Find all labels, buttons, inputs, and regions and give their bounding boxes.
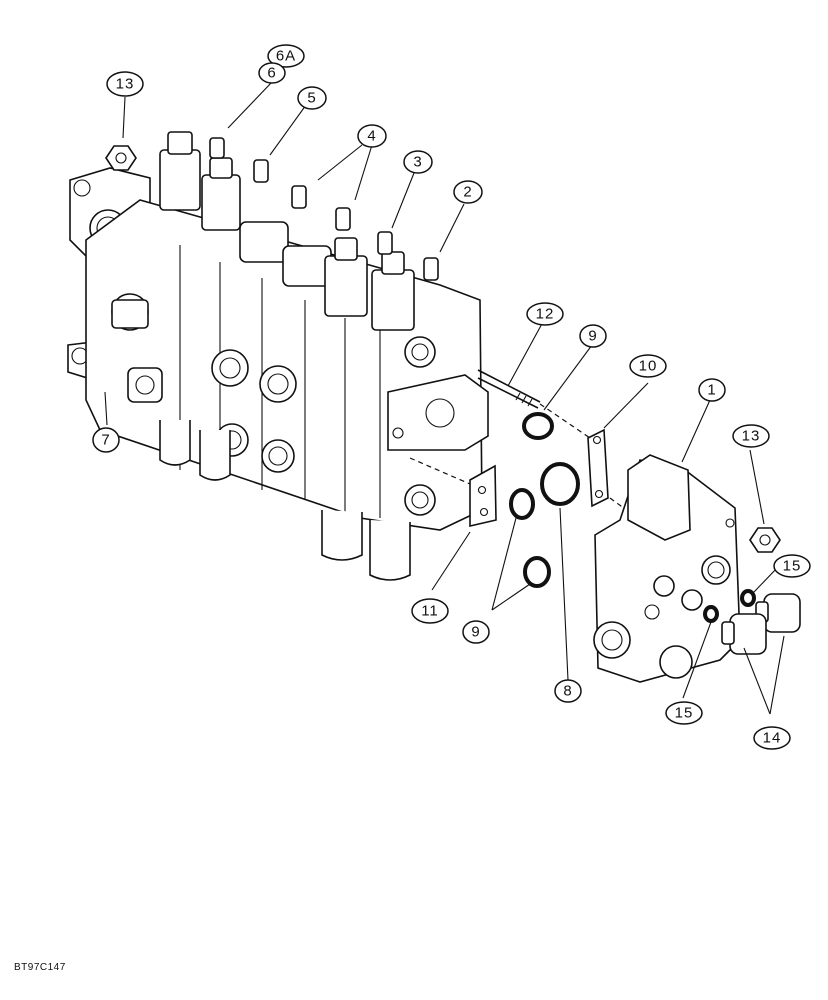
- callout-15-lower: 15: [665, 701, 703, 725]
- callout-13-right: 13: [732, 424, 770, 448]
- assembly-line: [409, 457, 471, 485]
- callout-15-right: 15: [773, 554, 811, 578]
- callout-9-upper-label: 9: [588, 328, 597, 345]
- callout-6a-label: 6A: [276, 48, 296, 65]
- gasket-10: [587, 428, 609, 508]
- callout-14-label: 14: [763, 730, 782, 747]
- callout-7: 7: [92, 427, 120, 453]
- callout-12: 12: [526, 302, 564, 326]
- callout-8: 8: [554, 679, 582, 703]
- o-ring-lower: [523, 556, 551, 588]
- leader-lines: [104, 81, 785, 715]
- callout-13-right-label: 13: [742, 428, 761, 445]
- plug-14-lower: [721, 613, 767, 655]
- seal-large: [540, 462, 580, 506]
- callout-6a: 6A: [267, 44, 305, 68]
- figure-reference-code: BT97C147: [14, 962, 66, 973]
- callout-5: 5: [297, 86, 327, 110]
- valve-bank-assembly: [67, 131, 489, 581]
- callout-4-label: 4: [367, 128, 376, 145]
- callout-6-label: 6: [267, 65, 276, 82]
- callout-9-lower-label: 9: [471, 624, 480, 641]
- nut-13-right: [749, 527, 781, 553]
- callout-12-label: 12: [536, 306, 555, 323]
- callout-8-label: 8: [563, 683, 572, 700]
- callout-11-label: 11: [421, 603, 439, 620]
- gasket-11: [469, 464, 497, 528]
- end-cover: [593, 454, 741, 683]
- callout-5-label: 5: [307, 90, 316, 107]
- callout-1-label: 1: [707, 382, 716, 399]
- o-ring-middle: [509, 488, 535, 520]
- plug-14-upper: [755, 593, 801, 633]
- callout-10-label: 10: [639, 358, 658, 375]
- seal-15-left: [703, 605, 719, 623]
- callout-13-upper: 13: [106, 71, 144, 97]
- callout-9-upper: 9: [579, 324, 607, 348]
- callout-11: 11: [411, 598, 449, 624]
- callout-7-label: 7: [101, 432, 110, 449]
- callout-2: 2: [453, 180, 483, 204]
- callout-3: 3: [403, 150, 433, 174]
- o-ring-upper: [522, 412, 554, 440]
- callout-15-right-label: 15: [783, 558, 802, 575]
- seal-15-right: [740, 589, 756, 607]
- callout-13-label: 13: [116, 76, 135, 93]
- callout-14: 14: [753, 726, 791, 750]
- callout-9-lower: 9: [462, 620, 490, 644]
- callout-10: 10: [629, 354, 667, 378]
- nut-13-left: [105, 145, 137, 171]
- callout-3-label: 3: [413, 154, 422, 171]
- tie-rod: [477, 369, 541, 409]
- callout-15-lower-label: 15: [675, 705, 694, 722]
- callout-6: 6: [258, 62, 286, 84]
- callout-2-label: 2: [463, 184, 472, 201]
- o-rings: [509, 412, 580, 588]
- callout-4: 4: [357, 124, 387, 148]
- callout-1: 1: [698, 378, 726, 402]
- assembly-line: [539, 403, 591, 439]
